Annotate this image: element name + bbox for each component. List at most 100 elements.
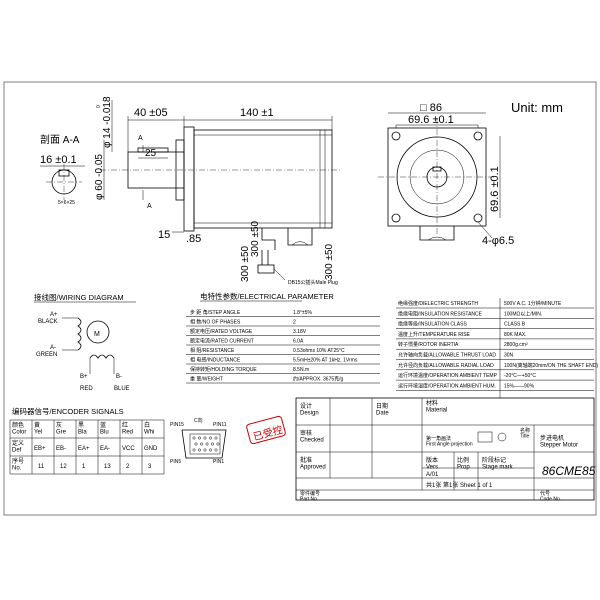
elec-row-label: 相 阻/RESISTANCE xyxy=(190,347,235,354)
connector-pin xyxy=(214,448,218,452)
coil-a xyxy=(77,317,82,351)
elec-row-value: 0.53ohms 10% AT25°C xyxy=(293,348,345,354)
elec-row-label: 重 量/WEIGHT xyxy=(190,376,223,383)
section-mark-top: A xyxy=(138,135,143,142)
connector-pin xyxy=(200,442,203,446)
mech-row-label: 绝缘电阻/INSULATION RESISTANCE xyxy=(398,310,483,317)
encoder-title: 编码器信号/ENCODER SIGNALS xyxy=(12,406,124,416)
elec-row-value: 1.8°±5% xyxy=(293,310,312,316)
connector-pin xyxy=(211,442,214,446)
enc-no-cell: 3 xyxy=(148,464,152,470)
wiring-title: 接线图/WIRING DIAGRAM xyxy=(34,292,124,302)
control-stamp xyxy=(246,415,286,445)
wire-b-minus: B- xyxy=(116,374,122,380)
pin1-label: PIN1 xyxy=(213,459,224,465)
dim-key-len: 25 xyxy=(145,148,157,159)
wire-black: BLACK xyxy=(38,319,58,325)
dim-holes: 4-φ6.5 xyxy=(482,235,514,247)
mech-row-value: -20°C—+50°C xyxy=(504,373,536,379)
section-label: 剖面 A-A xyxy=(40,133,80,146)
elec-row-label: 相 电感/INDUCTANCE xyxy=(190,357,241,364)
mech-row-value: 30N xyxy=(504,353,514,359)
elec-row-value: 8.5N.m xyxy=(293,367,309,373)
pin15-label: PIN15 xyxy=(170,422,184,428)
connector-diagram: PIN15 PIN11 PIN5 PIN1 C向 已受控 xyxy=(170,415,286,465)
mount-hole xyxy=(473,213,483,223)
connector-pin xyxy=(198,448,201,452)
shaft-key xyxy=(137,147,169,153)
enc-def-cell: EB- xyxy=(56,446,66,452)
motor-body xyxy=(193,129,333,229)
wire-a-minus: A- xyxy=(50,345,56,351)
dim-lead2: 300 ±50 xyxy=(324,243,335,280)
connector-pin xyxy=(216,442,220,446)
key-note: 5×6×25 xyxy=(58,200,75,206)
enc-no-cell: 12 xyxy=(60,464,67,470)
mech-row-value: CLASS B xyxy=(504,322,526,328)
mech-row-value: 80K MAX. xyxy=(504,332,527,338)
enc-def-cell: EA+ xyxy=(78,446,90,452)
connector-pin xyxy=(192,448,196,452)
dim-flat: 16 ±0.1 xyxy=(40,154,77,166)
connector-pin xyxy=(214,436,218,440)
elec-row-value: 6.0A xyxy=(293,339,304,345)
wire-red: RED xyxy=(80,386,93,392)
elec-row-label: 保持转矩/HOLDING TORQUE xyxy=(190,366,257,373)
electrical-table: 电特性参数/ELECTRICAL PARAMETER 步 距 角/STEP AN… xyxy=(186,291,380,384)
motor-symbol xyxy=(86,320,110,344)
tb-version-value: A/01 xyxy=(426,472,439,478)
wire-a-plus: A+ xyxy=(50,312,58,318)
mech-row-label: 允许轴向负载/ALLOWABLE THRUST LOAD xyxy=(398,352,496,359)
mount-hole xyxy=(473,131,483,141)
tb-model: 86CME85 xyxy=(542,464,596,478)
elec-row-value: 5.5mH±20% AT 1kHz, 1Vrms xyxy=(293,358,358,364)
mech-row-value: 100N(离轴端20mm/ON THE SHAFT END) xyxy=(504,362,598,369)
wire-blue: BLUE xyxy=(114,386,130,392)
elec-row-value: 2 xyxy=(293,320,296,326)
dim-body-len: 140 ±1 xyxy=(240,107,274,119)
wire-b-plus: B+ xyxy=(80,374,88,380)
mech-row-label: 运行环境温度/OPERATION AMBIENT TEMP xyxy=(398,372,498,379)
enc-def-cell: EA- xyxy=(100,446,110,452)
elec-row-label: 额定电压/RATED VOLTAGE xyxy=(190,328,253,335)
mount-hole xyxy=(391,131,401,141)
sheet-border xyxy=(3,81,597,516)
connector-pin xyxy=(209,448,212,452)
mech-row-label: 转子惯量/ROTOR INERTIA xyxy=(398,341,459,348)
mount-hole xyxy=(391,213,401,223)
mech-row-value: 100MΩ以上/MIN. xyxy=(504,310,542,317)
connector-pin xyxy=(209,436,212,440)
side-view: 40 ±05 140 ±1 25 φ 14 -0.018 φ 60 -0.05 … xyxy=(40,96,340,286)
connector-pin xyxy=(203,436,207,440)
dim-lead-alt: 300 ±50 xyxy=(240,245,251,282)
mech-row-label: 运行环境湿度/OPERATION AMBIENT HUM. xyxy=(398,382,496,389)
mech-row-label: 绝缘强度/DIELECTRIC STRENGTH xyxy=(398,300,478,307)
dim-flange-len: 40 ±05 xyxy=(134,107,168,119)
motor-label: M xyxy=(94,331,100,338)
dim-pilot-dia: φ 60 -0.05 xyxy=(94,154,105,200)
enc-no-cell: 2 xyxy=(126,464,130,470)
dim-lead1: 300 ±50 xyxy=(250,220,261,257)
section-mark-bottom: A xyxy=(147,203,152,210)
enc-def-cell: EB+ xyxy=(34,446,46,452)
enc-no-cell: 13 xyxy=(104,464,111,470)
connector-note: DB15公插头Male Plug xyxy=(288,279,338,286)
